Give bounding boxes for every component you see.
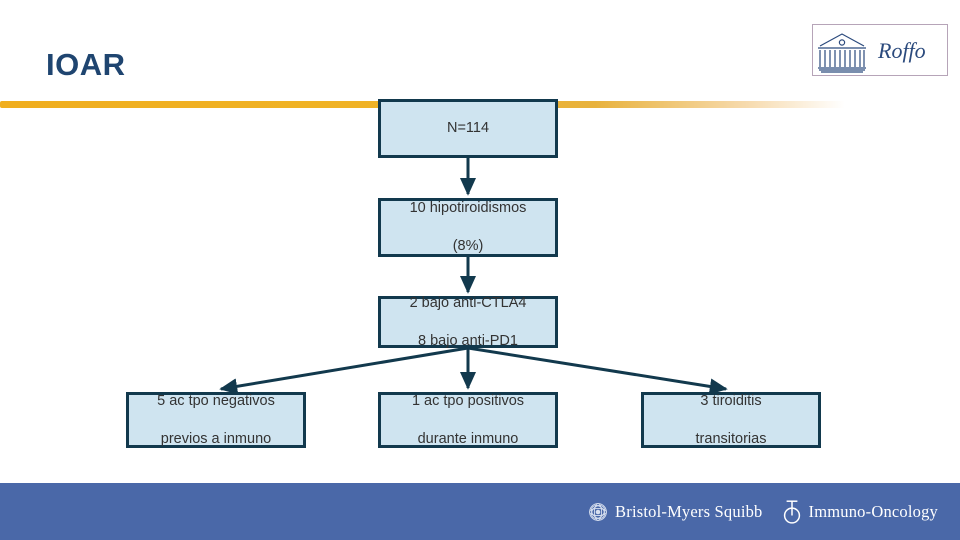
line-2: previos a inmuno: [160, 430, 272, 447]
line-2: transitorias: [695, 430, 767, 447]
flow-node-drug-split: 2 bajo anti-CTLA4 8 bajo anti-PD1: [378, 294, 558, 351]
flow-node-hypothyroidism: 10 hipotiroidismos (8%): [378, 198, 558, 257]
flow-node-tpo-positive: 1 ac tpo positivos durante inmuno: [378, 392, 558, 448]
flow-node-total: N=114: [378, 99, 558, 158]
edge-drugs-tponeg: [219, 346, 469, 395]
bms-logo: Bristol-Myers Squibb: [587, 501, 762, 523]
line-1: 3 tiroiditis: [700, 392, 762, 409]
line-1: 1 ac tpo positivos: [411, 392, 525, 409]
immuno-oncology-logo: Immuno-Oncology: [781, 499, 938, 525]
immuno-oncology-icon: [783, 500, 800, 524]
roffo-wordmark: Roffo: [877, 38, 926, 63]
footer-band: [0, 483, 960, 540]
roffo-logo: Roffo: [812, 24, 948, 76]
bms-emblem-icon: [589, 503, 607, 521]
flow-node-drug-split-text: 2 bajo anti-CTLA4 8 bajo anti-PD1: [387, 294, 549, 351]
flow-node-transient-thyroiditis-text: 3 tiroiditis transitorias: [650, 392, 812, 449]
footer-logo-group: Bristol-Myers Squibb Immuno-Oncology: [587, 496, 938, 528]
immuno-oncology-logo-text: Immuno-Oncology: [808, 502, 938, 521]
flow-node-tpo-negative-text: 5 ac tpo negativos previos a inmuno: [135, 392, 297, 449]
classical-building-icon: [818, 33, 866, 73]
line-1: 5 ac tpo negativos: [157, 392, 275, 409]
page-title: IOAR: [46, 47, 126, 82]
flow-node-hypothyroidism-text: 10 hipotiroidismos (8%): [387, 199, 549, 256]
flow-node-total-label: N=114: [446, 120, 490, 136]
line-2: durante inmuno: [417, 430, 519, 447]
line-1: 2 bajo anti-CTLA4: [409, 294, 527, 311]
line-2: 8 bajo anti-PD1: [418, 332, 518, 349]
flow-node-transient-thyroiditis: 3 tiroiditis transitorias: [641, 392, 821, 448]
line-1: 10 hipotiroidismos: [409, 200, 527, 216]
bms-logo-text: Bristol-Myers Squibb: [615, 502, 763, 521]
line-2: (8%): [452, 238, 484, 254]
flow-node-tpo-negative: 5 ac tpo negativos previos a inmuno: [126, 392, 306, 448]
flow-node-tpo-positive-text: 1 ac tpo positivos durante inmuno: [387, 392, 549, 449]
edge-drugs-transient: [467, 346, 728, 395]
